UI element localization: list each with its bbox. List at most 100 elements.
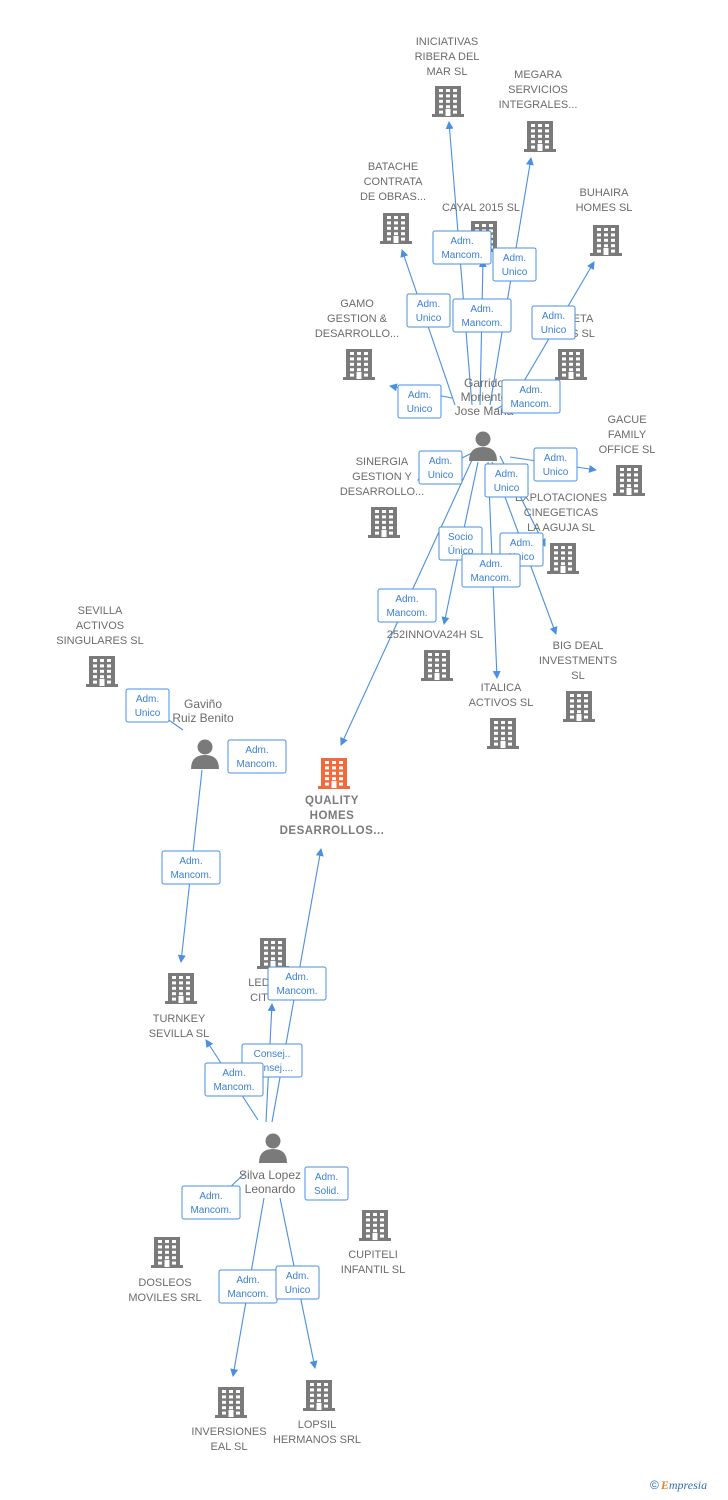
relation-label: Adm. (395, 594, 418, 605)
relation-label: Adm. (417, 299, 440, 310)
company-dosleos-icon[interactable] (151, 1237, 183, 1268)
relation-box-garrido-megara[interactable]: Adm. Unico (492, 247, 537, 282)
company-inversiones-label: INVERSIONES EAL SL (191, 1426, 266, 1453)
company-gacue-label: GACUE FAMILY OFFICE SL (599, 414, 656, 456)
relation-label: Adm. (519, 385, 542, 396)
relation-label: Adm. (236, 1275, 259, 1286)
person-garrido-label-line: Moriente (461, 390, 508, 404)
relation-label: Unico (285, 1285, 311, 1296)
relation-label: Adm. (542, 311, 565, 322)
relation-box-garrido-sinergia[interactable]: Adm.Unico (418, 450, 463, 485)
company-inversiones-label-line: INVERSIONES (191, 1426, 266, 1438)
company-sevilla-icon[interactable] (86, 656, 118, 687)
company-turnkey-icon[interactable] (165, 973, 197, 1004)
company-sevilla-label-line: SEVILLA (78, 605, 123, 617)
relation-box-garrido-cayal[interactable]: Adm.Mancom. (452, 298, 512, 333)
brand-initial: E (660, 1478, 669, 1492)
relation-box-garrido-buhaira[interactable]: Adm.Unico (531, 305, 576, 340)
relation-box-garrido-italica[interactable]: Adm.Mancom. (461, 553, 521, 588)
company-sinergia-icon[interactable] (368, 507, 400, 538)
company-iniciativas-label-line: INICIATIVAS (416, 36, 479, 48)
relation-box-gavino-sevilla[interactable]: Adm.Unico (125, 688, 170, 723)
relation-box-silva-quality[interactable]: Adm.Mancom. (267, 966, 327, 1001)
relation-box-silva-lopsil[interactable]: Adm.Unico (275, 1265, 320, 1300)
relation-box-silva-cupiteli[interactable]: Adm.Solid. (304, 1166, 349, 1201)
company-sinergia-label-line: GESTION Y (352, 471, 412, 483)
company-ledcit-icon[interactable] (257, 938, 289, 969)
company-megara-label-line: MEGARA (514, 69, 562, 81)
relation-label: Mancom. (461, 318, 502, 329)
company-cupiteli-icon[interactable] (359, 1210, 391, 1241)
company-batache-icon[interactable] (380, 213, 412, 244)
company-inversiones-icon[interactable] (215, 1387, 247, 1418)
company-innova-label: 252INNOVA24H SL (387, 629, 483, 641)
relation-label: Adm. (450, 236, 473, 247)
company-quality-label-line: QUALITY (305, 795, 359, 807)
relation-label: Mancom. (236, 759, 277, 770)
person-silva-icon[interactable] (259, 1133, 287, 1164)
company-gamo-label-line: DESARROLLO... (315, 328, 399, 340)
relation-label: Unico (407, 404, 433, 415)
relation-label: Adm. (179, 856, 202, 867)
empresia-logo[interactable]: ©Empresia (650, 1478, 707, 1493)
company-buhaira-icon[interactable] (590, 225, 622, 256)
relation-label: Unico (502, 267, 528, 278)
person-gavino-label-line: Ruiz Benito (172, 711, 234, 725)
relation-label: Mancom. (441, 250, 482, 261)
company-sevilla-label-line: ACTIVOS (76, 620, 124, 632)
company-bigdeal-icon[interactable] (563, 691, 595, 722)
company-innova-icon[interactable] (421, 650, 453, 681)
relation-box-silva-turnkey[interactable]: Adm.Mancom. (204, 1062, 264, 1097)
company-sinergia-label-line: DESARROLLO... (340, 486, 424, 498)
relation-box-garrido-quality[interactable]: Adm. Mancom. (377, 588, 437, 623)
relation-box-garrido-eta[interactable]: Adm.Mancom. (501, 379, 561, 414)
relation-label: Solid. (314, 1186, 339, 1197)
company-cupiteli-label-line: INFANTIL SL (341, 1264, 405, 1276)
company-gacue-icon[interactable] (613, 465, 645, 496)
company-sevilla-label-line: SINGULARES SL (56, 635, 143, 647)
company-lopsil-label-line: LOPSIL (298, 1419, 337, 1431)
relation-box-garrido-iniciativas[interactable]: Adm. Mancom. (432, 230, 492, 265)
company-turnkey-label-line: TURNKEY (153, 1013, 206, 1025)
company-inversiones-label-line: EAL SL (211, 1441, 248, 1453)
company-gacue-label-line: FAMILY (608, 429, 647, 441)
relation-label: Mancom. (386, 608, 427, 619)
company-megara-icon[interactable] (524, 121, 556, 152)
relation-box-garrido-gacue[interactable]: Adm.Unico (533, 447, 578, 482)
relation-label: Adm. (503, 253, 526, 264)
company-lopsil-icon[interactable] (303, 1380, 335, 1411)
relation-box-silva-dosleos[interactable]: Adm.Mancom. (181, 1185, 241, 1220)
company-gamo-label-line: GESTION & (327, 313, 388, 325)
company-cupiteli-label-line: CUPITELI (348, 1249, 398, 1261)
company-iniciativas-label-line: RIBERA DEL (415, 51, 480, 63)
company-eta-label-line: S SL (571, 328, 595, 340)
relation-label: Adm. (245, 745, 268, 756)
company-gamo-icon[interactable] (343, 349, 375, 380)
company-gacue-label-line: GACUE (607, 414, 646, 426)
copyright-symbol: © (650, 1478, 659, 1492)
relation-box-garrido-explotaciones[interactable]: Adm.Unico (484, 463, 529, 498)
company-batache-label-line: CONTRATA (364, 176, 424, 188)
person-garrido-icon[interactable] (469, 431, 497, 462)
relation-label: Adm. (495, 469, 518, 480)
relation-box-gavino-quality[interactable]: Adm. Mancom. (227, 739, 287, 774)
company-quality-label-line: DESARROLLOS... (280, 825, 385, 837)
company-italica-icon[interactable] (487, 718, 519, 749)
company-gacue-label-line: OFFICE SL (599, 444, 656, 456)
relation-box-silva-inversiones[interactable]: Adm.Mancom. (218, 1269, 278, 1304)
person-gavino-icon[interactable] (191, 739, 219, 770)
relation-box-gavino-turnkey[interactable]: Adm.Mancom. (161, 850, 221, 885)
company-quality-icon[interactable] (318, 758, 350, 789)
relation-box-garrido-gamo[interactable]: Adm.Unico (397, 384, 442, 419)
company-explotaciones-icon[interactable] (547, 543, 579, 574)
person-silva-label-line: Silva Lopez (239, 1168, 301, 1182)
relation-box-garrido-batache[interactable]: Adm.Unico (406, 293, 451, 328)
company-iniciativas-icon[interactable] (432, 86, 464, 117)
company-eta-icon[interactable] (555, 349, 587, 380)
